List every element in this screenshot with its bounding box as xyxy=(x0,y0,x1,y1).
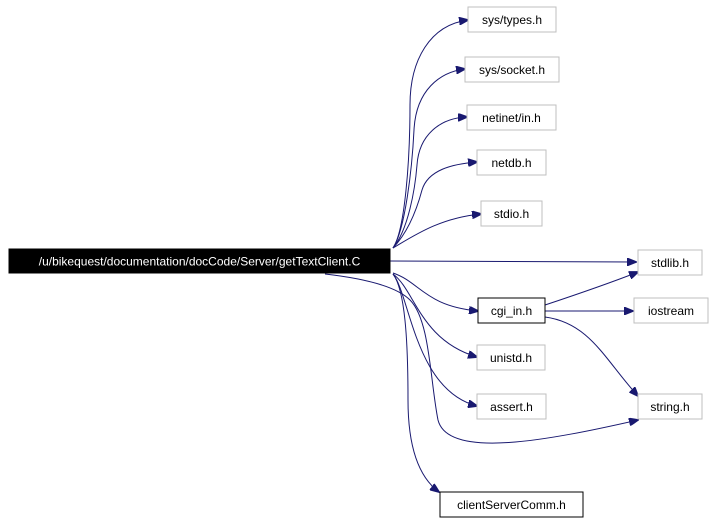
edge-cgi-in-string xyxy=(544,316,638,396)
edge-root-assert xyxy=(392,273,477,406)
edge-root-cgi-in xyxy=(392,272,478,311)
edge-cgi-in-stdlib xyxy=(544,272,638,306)
cgi-in-edges xyxy=(544,272,638,396)
edge-root-netdb xyxy=(392,162,477,249)
unistd-label: unistd.h xyxy=(490,351,532,365)
node-iostream[interactable]: iostream xyxy=(633,297,709,324)
node-root[interactable]: /u/bikequest/documentation/docCode/Serve… xyxy=(8,248,391,274)
iostream-label: iostream xyxy=(648,304,694,318)
node-sys-types[interactable]: sys/types.h xyxy=(467,6,557,33)
sys-types-label: sys/types.h xyxy=(482,13,542,27)
node-sys-socket[interactable]: sys/socket.h xyxy=(464,56,560,83)
edge-root-stdio xyxy=(392,214,481,249)
node-assert[interactable]: assert.h xyxy=(476,393,547,420)
netinet-in-label: netinet/in.h xyxy=(482,111,541,125)
edge-root-string xyxy=(324,273,638,444)
node-unistd[interactable]: unistd.h xyxy=(476,344,546,371)
string-label: string.h xyxy=(650,400,689,414)
stdlib-label: stdlib.h xyxy=(651,256,689,270)
node-stdlib[interactable]: stdlib.h xyxy=(637,249,703,276)
root-label: /u/bikequest/documentation/docCode/Serve… xyxy=(39,255,361,269)
edge-root-sys-types xyxy=(392,20,468,249)
stdio-label: stdio.h xyxy=(494,207,529,221)
node-cgi-in[interactable]: cgi_in.h xyxy=(477,297,546,324)
node-netdb[interactable]: netdb.h xyxy=(476,149,547,176)
edge-root-clientservercomm xyxy=(392,273,439,492)
edge-root-sys-socket xyxy=(392,69,465,249)
edge-root-unistd xyxy=(392,273,477,357)
node-netinet-in[interactable]: netinet/in.h xyxy=(466,104,557,131)
edges xyxy=(324,20,638,492)
clientservercomm-label: clientServerComm.h xyxy=(457,498,566,512)
edge-root-stdlib xyxy=(389,261,636,262)
node-string[interactable]: string.h xyxy=(637,393,703,420)
node-stdio[interactable]: stdio.h xyxy=(480,200,543,227)
assert-label: assert.h xyxy=(490,400,533,414)
cgi-in-label: cgi_in.h xyxy=(491,304,532,318)
sys-socket-label: sys/socket.h xyxy=(479,63,545,77)
edge-root-netinet-in xyxy=(392,117,467,249)
node-clientservercomm[interactable]: clientServerComm.h xyxy=(439,491,584,518)
netdb-label: netdb.h xyxy=(491,156,531,170)
